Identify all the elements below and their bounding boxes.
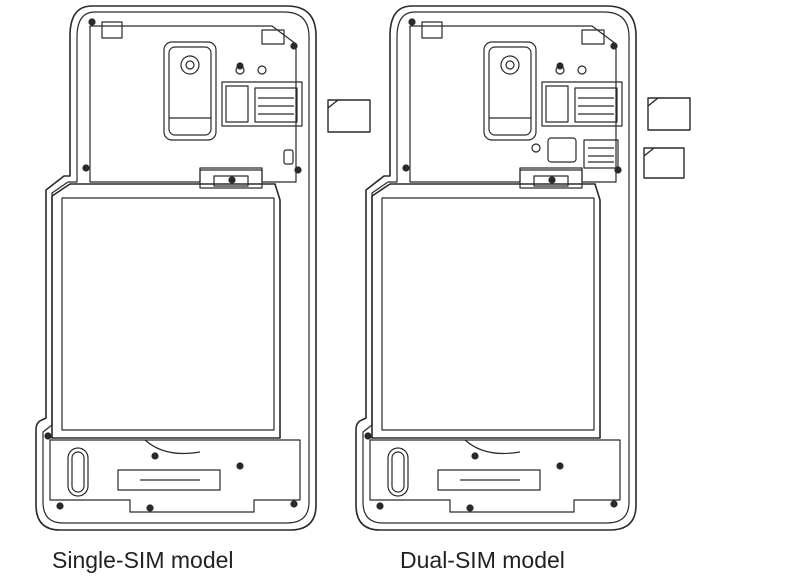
dual-sim-phone	[355, 5, 637, 531]
mainboard-outline	[409, 25, 617, 183]
mainboard-outline	[89, 25, 297, 183]
camera-module	[483, 41, 537, 141]
single-sim-phone	[35, 5, 317, 531]
sim-tray-connector	[221, 65, 303, 127]
battery	[51, 183, 281, 439]
bottom-board	[49, 439, 301, 513]
sim-tray-connector-2	[531, 137, 619, 169]
screws	[364, 18, 622, 512]
camera-module	[163, 41, 217, 141]
sim-card-1	[327, 99, 371, 133]
sim-card-1	[647, 97, 691, 131]
phone-housing	[355, 5, 637, 531]
sim-tray-connector-1	[541, 65, 623, 127]
sim-card-2	[643, 147, 685, 179]
bottom-board	[369, 439, 621, 513]
battery	[371, 183, 601, 439]
phone-housing	[35, 5, 317, 531]
single-sim-caption: Single-SIM model	[52, 547, 234, 573]
dual-sim-caption: Dual-SIM model	[400, 547, 565, 573]
screws	[44, 18, 302, 512]
